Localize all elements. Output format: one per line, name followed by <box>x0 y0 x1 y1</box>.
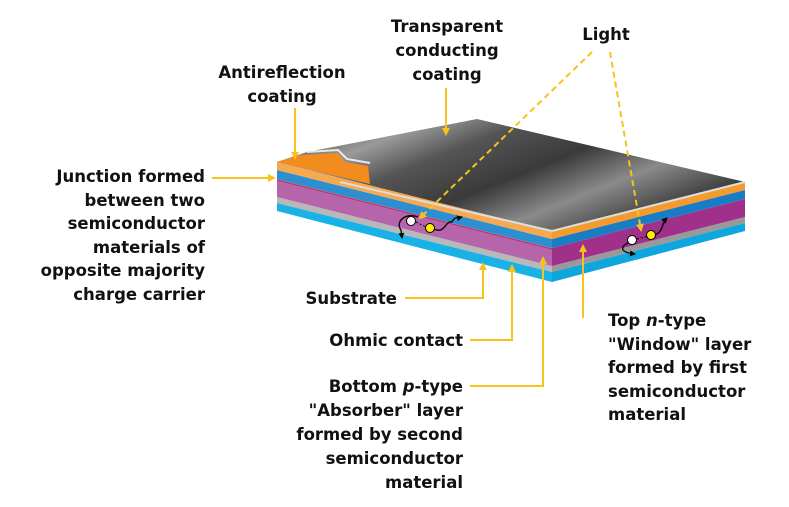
electron-hole-pair-left <box>398 215 463 239</box>
label-ohmic-contact: Ohmic contact <box>329 331 463 350</box>
top-surface <box>277 119 745 231</box>
window-layer <box>277 170 552 248</box>
transparent-layer-side <box>552 182 745 239</box>
ohmic-arrow <box>470 264 516 341</box>
label-antireflection: Antireflection coating <box>218 63 345 106</box>
label-line: opposite majority <box>41 261 206 280</box>
pointer-arrows <box>212 51 644 387</box>
label-line: material <box>385 473 463 492</box>
label-line: formed by first <box>608 358 747 377</box>
window-layer-side <box>552 190 745 248</box>
label-line: material <box>608 405 686 424</box>
absorber-arrow <box>470 256 547 387</box>
substrate-arrow <box>405 262 487 299</box>
coating-edge <box>306 148 371 164</box>
label-line: "Absorber" layer <box>309 401 464 420</box>
electron-icon <box>425 223 435 233</box>
light-ray-right <box>609 51 644 232</box>
hole-icon <box>406 216 416 226</box>
junction-line <box>276 179 553 250</box>
top-edge-highlight <box>339 181 746 233</box>
label-line: semiconductor <box>68 214 206 233</box>
hole-icon <box>627 235 637 245</box>
label-junction: Junction formed between two semiconducto… <box>41 167 206 304</box>
label-line: "Window" layer <box>608 335 752 354</box>
label-top-window: Top n-type "Window" layer formed by firs… <box>608 311 752 424</box>
side-face-layers <box>552 182 745 282</box>
label-line: between two <box>85 191 205 210</box>
label-line: materials of <box>93 238 206 257</box>
electron-icon <box>646 230 656 240</box>
transparent-conducting-layer <box>277 162 552 239</box>
label-line: Antireflection <box>218 63 345 82</box>
label-bottom-absorber: Bottom p-type "Absorber" layer formed by… <box>296 377 463 492</box>
label-line: formed by second <box>296 425 463 444</box>
electron-hole-pair-right <box>621 217 668 257</box>
label-substrate: Substrate <box>306 289 398 308</box>
antireflection-coating <box>277 153 370 184</box>
label-line: semiconductor <box>326 449 464 468</box>
label-line: Transparent <box>391 17 503 36</box>
label-line: coating <box>247 87 316 106</box>
substrate-layer-side <box>552 223 745 282</box>
label-light: Light <box>582 25 630 44</box>
ohmic-contact-layer <box>277 197 552 272</box>
label-line: semiconductor <box>608 382 746 401</box>
label-line: coating <box>412 65 481 84</box>
label-line: conducting <box>395 41 498 60</box>
label-transparent: Transparent conducting coating <box>391 17 503 84</box>
ohmic-layer-side <box>552 217 745 272</box>
label-line: Bottom p-type <box>329 377 463 396</box>
label-line: Junction formed <box>55 167 205 186</box>
label-line: charge carrier <box>73 285 206 304</box>
label-line: Top n-type <box>608 311 706 330</box>
